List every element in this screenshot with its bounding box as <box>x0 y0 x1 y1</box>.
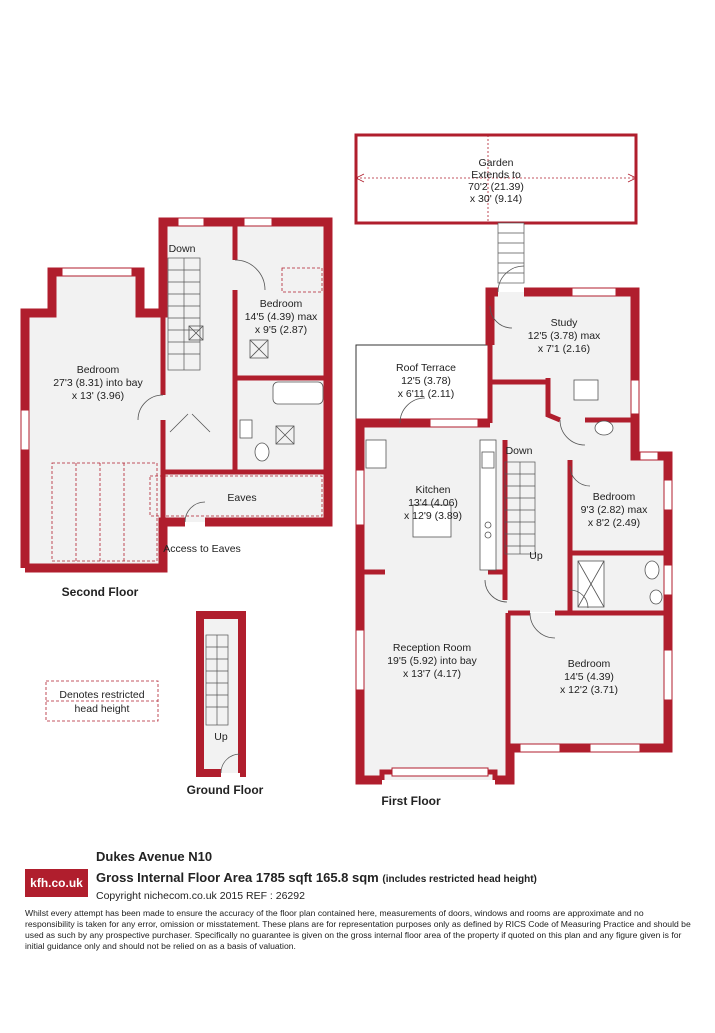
reception-name: Reception Room <box>393 642 471 654</box>
floor-area-value: Gross Internal Floor Area 1785 sqft 165.… <box>96 870 379 885</box>
kitchen-dim1: 13'4 (4.06) <box>408 497 458 509</box>
study-dim2: x 7'1 (2.16) <box>538 343 590 355</box>
garden-line4: x 30' (9.14) <box>470 193 522 205</box>
ff-bedroom-large-name: Bedroom <box>568 658 611 670</box>
second-floor-plan: Bedroom 27'3 (8.31) into bay x 13' (3.96… <box>20 217 333 599</box>
restricted-legend: Denotes restricted head height <box>45 680 159 722</box>
second-floor-stair-area-fill <box>163 222 235 472</box>
gf-up-label: Up <box>214 731 228 743</box>
ff-bedroom-small-name: Bedroom <box>593 491 636 503</box>
gf-floor-fill <box>200 615 242 773</box>
ff-study-fill <box>490 292 635 382</box>
ff-bedroom-small-dim2: x 8'2 (2.49) <box>588 517 640 529</box>
legend-line2: head height <box>75 703 130 715</box>
kfh-logo: kfh.co.uk <box>25 869 88 897</box>
sf-bedroom-small-dim1: 14'5 (4.39) max <box>245 311 318 323</box>
roof-terrace-dim1: 12'5 (3.78) <box>401 375 451 387</box>
ground-floor-plan: Up Ground Floor <box>187 611 264 797</box>
ff-kitchen-units <box>365 439 497 571</box>
second-floor-skylights <box>188 325 295 445</box>
gf-floor-label: Ground Floor <box>187 783 264 797</box>
sf-down-label: Down <box>169 243 196 255</box>
sf-eaves-label: Eaves <box>227 492 256 504</box>
ff-doors <box>399 265 591 639</box>
gf-stair <box>205 634 241 774</box>
sf-access-label: Access to Eaves <box>163 543 241 555</box>
second-floor-eaves-fill <box>147 472 328 522</box>
sf-bedroom-large-dim2: x 13' (3.96) <box>72 390 124 402</box>
ff-bedroom-small-fill <box>570 460 668 553</box>
reception-dim1: 19'5 (5.92) into bay <box>387 655 477 667</box>
property-address: Dukes Avenue N10 <box>96 849 213 864</box>
floor-area: Gross Internal Floor Area 1785 sqft 165.… <box>96 870 537 885</box>
legend-line1: Denotes restricted <box>59 689 144 701</box>
ff-bedroom-large-dim1: 14'5 (4.39) <box>564 671 614 683</box>
sf-floor-label: Second Floor <box>62 585 139 599</box>
kitchen-dim2: x 12'9 (3.89) <box>404 510 462 522</box>
second-floor-bedroom-large-fill <box>25 272 163 568</box>
first-floor-plan: Garden Extends to 70'2 (21.39) x 30' (9.… <box>354 133 673 808</box>
disclaimer: Whilst every attempt has been made to en… <box>25 908 691 951</box>
floor-plan: Bedroom 27'3 (8.31) into bay x 13' (3.96… <box>20 133 673 808</box>
sf-bedroom-small-dim2: x 9'5 (2.87) <box>255 324 307 336</box>
kitchen-name: Kitchen <box>415 484 450 496</box>
garden-steps <box>497 222 525 284</box>
ff-down-label: Down <box>506 445 533 457</box>
garden-name: Garden <box>478 157 513 169</box>
garden-dimension-marks <box>355 135 637 223</box>
ff-bedroom-small-dim1: 9'3 (2.82) max <box>581 504 649 516</box>
ff-bath-fixtures <box>573 379 663 608</box>
second-floor-bedroom-small-fill <box>235 222 328 378</box>
garden-line3: 70'2 (21.39) <box>468 181 524 193</box>
garden-line2: Extends to <box>471 169 521 181</box>
sf-bedroom-small-name: Bedroom <box>260 298 303 310</box>
ff-up-label: Up <box>529 550 543 562</box>
second-floor-stair <box>167 257 201 371</box>
gf-walls <box>196 611 246 777</box>
ff-outer-walls <box>355 287 673 785</box>
roof-terrace-dim2: x 6'11 (2.11) <box>398 388 454 400</box>
floor-area-note: (includes restricted head height) <box>382 874 537 885</box>
reception-dim2: x 13'7 (4.17) <box>403 668 461 680</box>
second-floor-bathroom-fixtures <box>239 381 324 462</box>
roof-terrace-area <box>355 344 491 424</box>
ff-floor-label: First Floor <box>381 794 441 808</box>
study-name: Study <box>551 317 579 329</box>
ff-stair <box>504 461 536 555</box>
second-floor-doors <box>137 259 266 523</box>
ff-windows <box>355 287 673 777</box>
sf-bedroom-large-name: Bedroom <box>77 364 120 376</box>
garden-area <box>354 133 638 225</box>
copyright: Copyright nichecom.co.uk 2015 REF : 2629… <box>96 890 305 902</box>
roof-terrace-name: Roof Terrace <box>396 362 456 374</box>
second-floor-inner-walls <box>160 222 328 522</box>
second-floor-restricted-areas <box>51 267 323 562</box>
second-floor-windows <box>20 217 273 451</box>
sf-bedroom-large-dim1: 27'3 (8.31) into bay <box>53 377 143 389</box>
study-dim1: 12'5 (3.78) max <box>528 330 601 342</box>
ff-bedroom-large-fill <box>508 613 668 748</box>
second-floor-outer-walls <box>20 217 333 573</box>
ff-bedroom-large-dim2: x 12'2 (3.71) <box>560 684 618 696</box>
